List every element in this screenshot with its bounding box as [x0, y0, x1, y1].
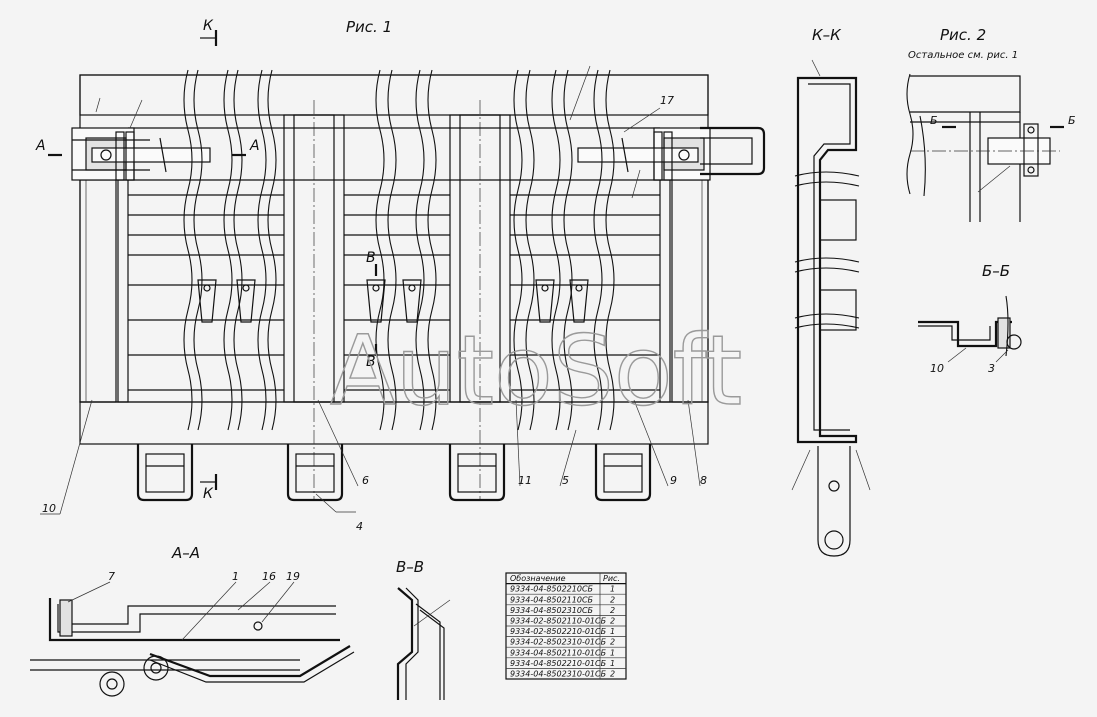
left-lock-mechanism: [71, 127, 211, 181]
section-kk-title: К–К: [812, 26, 842, 44]
callout-9: 9: [670, 474, 677, 487]
parts-table-cell-figure: 2: [610, 595, 615, 604]
parts-table-cell-figure: 1: [610, 648, 615, 657]
break-lines: [183, 69, 615, 431]
callout-11: 11: [518, 474, 532, 487]
parts-table-cell-figure: 1: [610, 585, 615, 594]
section-vv-title: В–В: [396, 558, 424, 576]
parts-table-header-designation: Обозначение: [510, 574, 566, 583]
leader-lines: [40, 65, 701, 515]
parts-table-cell-designation: 9334-04-8502110СБ: [510, 595, 594, 604]
section-b-right-label: Б: [1068, 114, 1076, 127]
section-b-left-label: Б: [930, 114, 938, 127]
callout-3: 3: [988, 362, 995, 375]
section-k-bottom-label: К: [203, 486, 214, 502]
fig1-title: Рис. 1: [346, 18, 392, 36]
section-k-top-label: К: [203, 18, 214, 34]
parts-table-cell-designation: 9334-02-8502310-01СБ: [510, 638, 607, 647]
callout-10-bb: 10: [930, 362, 944, 375]
parts-table-cell-figure: 2: [610, 606, 615, 615]
callout-4: 4: [356, 520, 363, 533]
watermark: AutoSoft: [330, 315, 742, 427]
section-bb-title: Б–Б: [982, 262, 1010, 280]
callout-10: 10: [42, 502, 56, 515]
callout-7: 7: [108, 570, 115, 583]
section-v-bottom-label: В: [366, 354, 376, 370]
parts-table-cell-designation: 9334-04-8502210-01СБ: [510, 659, 607, 668]
right-lock-mechanism: [577, 126, 766, 181]
callout-19: 19: [286, 570, 300, 583]
parts-table-cell-designation: 9334-04-8502110-01СБ: [510, 648, 607, 657]
section-vv-view: В–В: [396, 558, 451, 700]
parts-table-cell-figure: 2: [610, 638, 615, 647]
callout-5: 5: [562, 474, 569, 487]
parts-table-cell-designation: 9334-04-8502310-01СБ: [510, 670, 607, 679]
section-a-left-label: А: [35, 138, 46, 154]
fig2-note: Остальное см. рис. 1: [908, 50, 1018, 61]
left-side-post: [79, 179, 117, 403]
fig1-top-rail: [79, 74, 709, 116]
section-bb-view: Б–Б 10 3: [918, 262, 1022, 375]
callout-6: 6: [362, 474, 369, 487]
parts-table-cell-designation: 9334-02-8502110-01СБ: [510, 617, 607, 626]
fig1-bottom-rail: [79, 401, 709, 445]
fig2-view: Рис. 2 Остальное см. рис. 1 Б Б: [906, 26, 1076, 222]
section-aa-title: А–А: [171, 544, 200, 562]
section-a-right-label: А: [249, 138, 260, 154]
callout-1: 1: [232, 570, 239, 583]
fig2-title: Рис. 2: [940, 26, 986, 44]
section-markers: [48, 30, 378, 490]
callout-17: 17: [660, 94, 674, 107]
parts-table-cell-designation: 9334-04-8502310СБ: [510, 606, 594, 615]
parts-table-header-figure: Рис.: [603, 574, 620, 583]
parts-table-cell-designation: 9334-04-8502210СБ: [510, 585, 594, 594]
fig1-main-view: Рис. 1 К К А А В В 10 4 6 11 5 9 8 17: [35, 18, 766, 533]
parts-table-cell-figure: 1: [610, 659, 615, 668]
parts-table-cell-designation: 9334-02-8502210-01СБ: [510, 627, 607, 636]
callout-16: 16: [262, 570, 276, 583]
parts-table-cell-figure: 2: [610, 670, 615, 679]
bottom-stirrups: [136, 444, 652, 502]
section-kk-view: К–К: [791, 26, 871, 557]
section-aa-view: А–А 7 1 16 19: [30, 544, 355, 697]
section-v-top-label: В: [366, 250, 376, 266]
callout-8: 8: [700, 474, 707, 487]
parts-table-cell-figure: 2: [610, 617, 615, 626]
parts-table-cell-figure: 1: [610, 627, 615, 636]
